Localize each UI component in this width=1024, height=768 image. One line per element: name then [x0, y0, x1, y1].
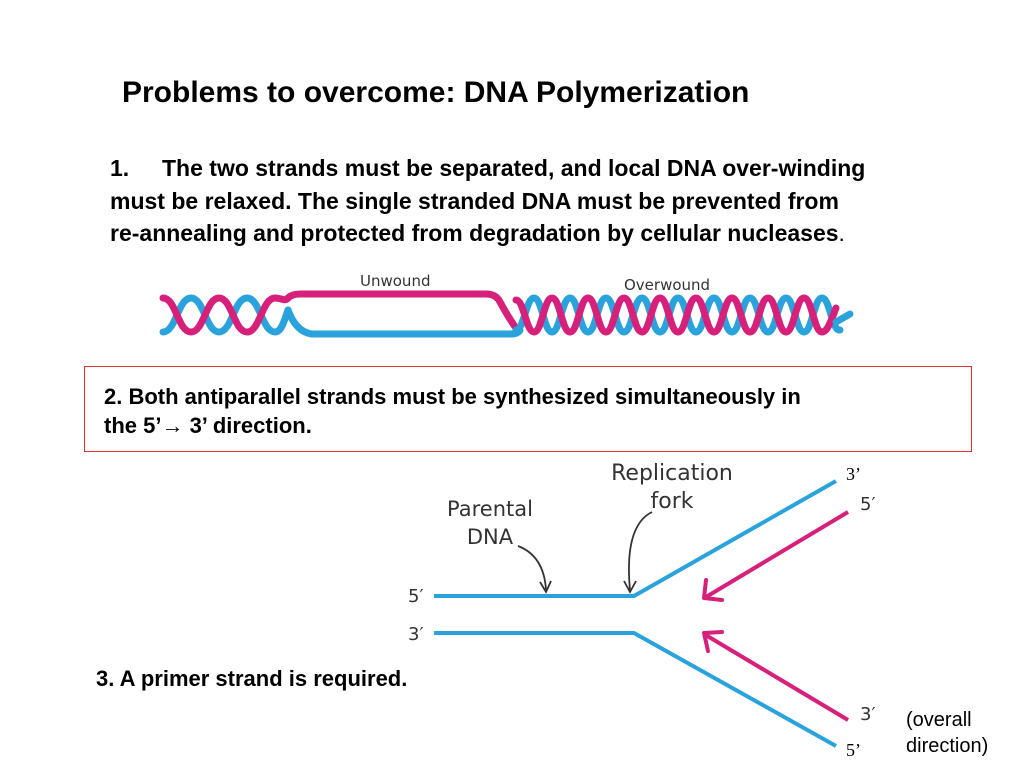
- overall-direction-line-1: (overall: [906, 709, 972, 731]
- point-1-line-3: re-annealing and protected from degradat…: [110, 217, 960, 250]
- fork-pointer-arrow: [628, 511, 653, 591]
- upper-inner-end-label: 5′: [860, 494, 876, 515]
- helix-overwound-segment: [512, 294, 854, 336]
- parental-label-line-2: DNA: [467, 525, 514, 549]
- point-2-line-2: the 5’→ 3’ direction.: [104, 413, 312, 438]
- overall-direction-line-2: direction): [906, 735, 989, 757]
- parental-top-strand: [434, 479, 837, 598]
- new-strand-upper: [704, 510, 850, 599]
- new-strand-upper-arrowhead: [702, 578, 724, 602]
- left-bottom-end-label: 3′: [408, 624, 424, 645]
- new-strand-lower-arrowhead: [702, 630, 724, 653]
- point-3-text: 3. A primer strand is required.: [96, 666, 408, 691]
- parental-bottom-strand: [434, 631, 837, 748]
- point-1-line-2: must be relaxed. The single stranded DNA…: [110, 187, 839, 214]
- point-1-line-1-text: The two strands must be separated, and l…: [162, 155, 866, 181]
- point-1-line-3-text: re-annealing and protected from degradat…: [110, 220, 839, 246]
- upper-outer-end-label: 3’: [846, 464, 861, 484]
- overall-direction-note: (overall direction): [906, 707, 988, 759]
- lower-outer-end-label: 5’: [846, 740, 861, 760]
- point-2-box: [84, 366, 972, 452]
- point-1-period: .: [838, 220, 845, 246]
- overwound-label: Overwound: [624, 276, 710, 294]
- unwound-label: Unwound: [360, 272, 430, 290]
- point-2-text: 2. Both antiparallel strands must be syn…: [104, 382, 801, 440]
- point-2-line-1: 2. Both antiparallel strands must be syn…: [104, 384, 801, 409]
- left-top-end-label: 5′: [408, 586, 424, 607]
- parental-pointer-arrowhead: [539, 580, 552, 594]
- point-1-line-1: 1. The two strands must be separated, and…: [110, 152, 960, 185]
- new-strand-lower: [702, 632, 850, 722]
- parental-pointer-arrow: [517, 545, 547, 591]
- point-1-number: 1.: [110, 155, 130, 181]
- fork-pointer-arrowhead: [623, 580, 637, 594]
- fork-label-line-2: fork: [651, 489, 694, 514]
- unwound-bubble: [284, 290, 524, 338]
- point-1-text: 1. The two strands must be separated, and…: [110, 152, 960, 250]
- parental-label-line-1: Parental: [447, 497, 533, 521]
- lower-inner-end-label: 3′: [860, 704, 876, 725]
- fork-label-line-1: Replication: [611, 461, 733, 486]
- helix-left-segment: [159, 294, 292, 336]
- page-title: Problems to overcome: DNA Polymerization: [122, 76, 750, 109]
